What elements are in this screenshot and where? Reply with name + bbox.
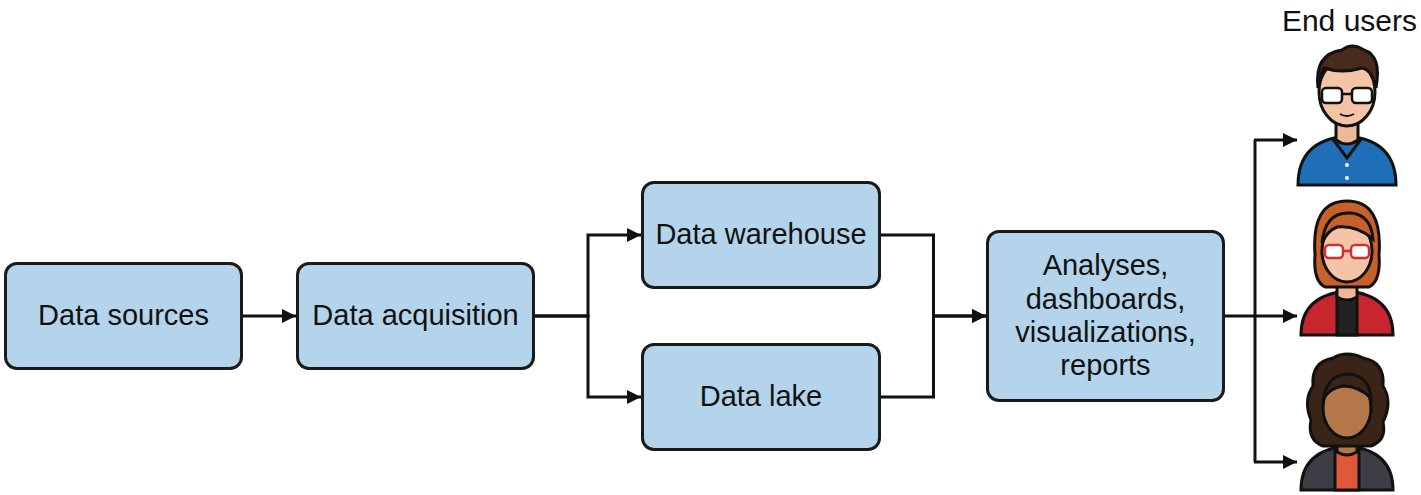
box-label: Analyses, dashboards, visualizations, re… <box>997 249 1214 382</box>
storage-box: Data lake <box>641 343 881 451</box>
flow-arrow <box>535 235 641 316</box>
user-wire <box>1254 140 1257 462</box>
person-icon <box>1301 201 1393 335</box>
user-arrow <box>1225 315 1297 318</box>
flow-arrow <box>535 316 641 397</box>
user-arrow <box>1254 461 1297 464</box>
user-arrow <box>1254 139 1297 142</box>
flow-arrow <box>881 316 986 397</box>
storage-box: Data warehouse <box>641 181 881 289</box>
source-box: Data sources <box>4 262 243 370</box>
flow-arrow <box>243 315 296 318</box>
group-label: End users <box>1282 4 1417 38</box>
fan-out-arrows <box>1225 140 1297 462</box>
flow-arrow <box>881 235 986 316</box>
process-box: Data acquisition <box>296 262 535 370</box>
person-icon <box>1298 46 1396 185</box>
box-label: Data acquisition <box>312 299 518 332</box>
box-label: Data lake <box>700 380 823 413</box>
box-label: Data warehouse <box>655 218 866 251</box>
output-box: Analyses, dashboards, visualizations, re… <box>986 230 1225 402</box>
box-label: Data sources <box>38 299 209 332</box>
person-icon <box>1301 354 1393 490</box>
